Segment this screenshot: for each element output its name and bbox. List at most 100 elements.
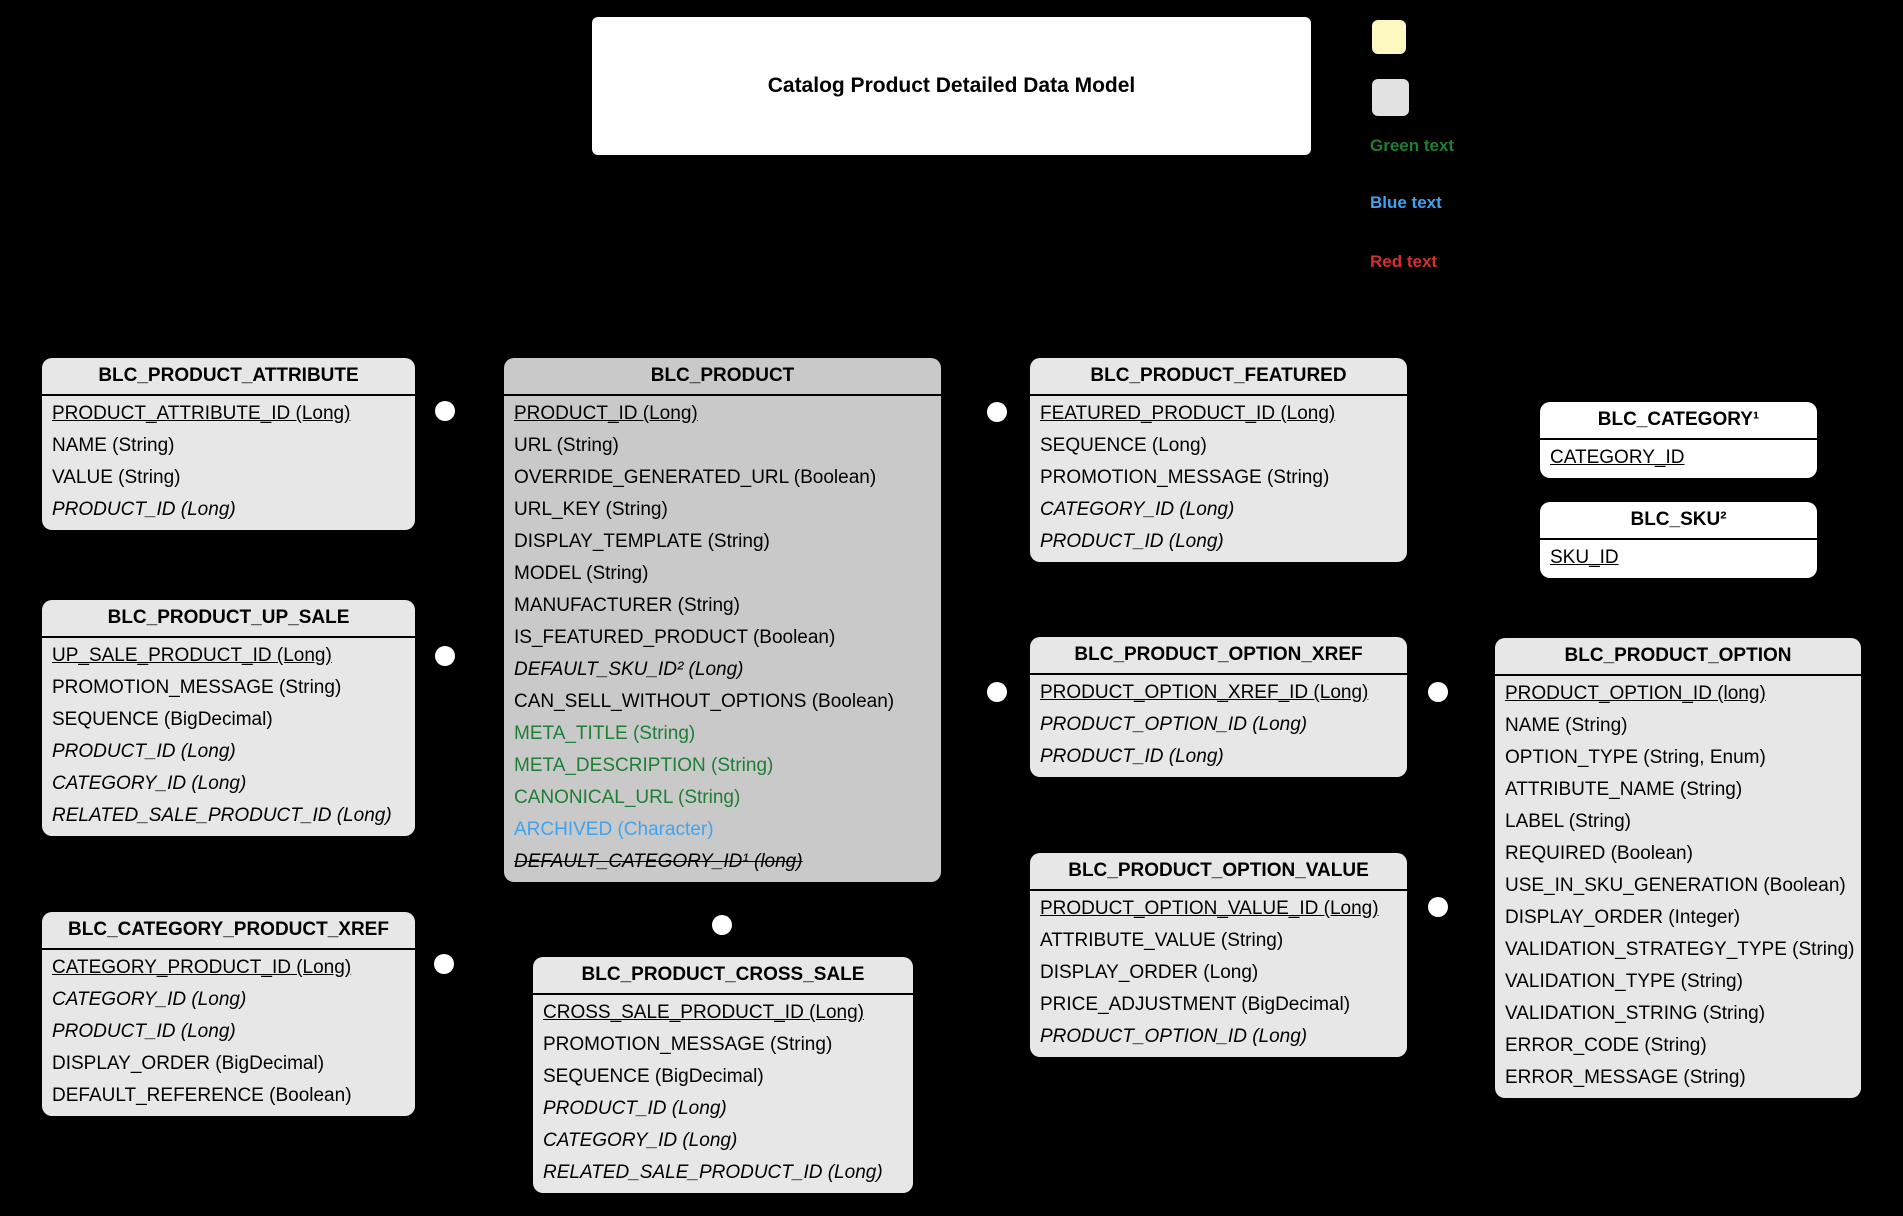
field-row: PRODUCT_ID (Long) xyxy=(52,741,236,762)
field-row: CATEGORY_ID (Long) xyxy=(52,773,247,794)
entity-title-blc-product-option-xref: BLC_PRODUCT_OPTION_XREF xyxy=(1030,637,1407,675)
field-row: CATEGORY_ID (Long) xyxy=(1040,499,1235,520)
entity-fields-blc-product: PRODUCT_ID (Long)URL (String)OVERRIDE_GE… xyxy=(504,396,941,882)
field-row: CATEGORY_ID xyxy=(1550,447,1685,468)
diagram-title-box: Catalog Product Detailed Data Model xyxy=(592,17,1311,155)
connector-dot xyxy=(987,402,1007,422)
field-row: PRODUCT_OPTION_ID (long) xyxy=(1505,683,1766,704)
field-row: SEQUENCE (BigDecimal) xyxy=(52,709,273,730)
entity-fields-blc-product-up-sale: UP_SALE_PRODUCT_ID (Long) PROMOTION_MESSA… xyxy=(42,638,415,836)
field-row: RELATED_SALE_PRODUCT_ID (Long) xyxy=(52,805,392,826)
field-row: CROSS_SALE_PRODUCT_ID (Long) xyxy=(543,1002,864,1023)
field-row: SKU_ID xyxy=(1550,547,1619,568)
field-row: DEFAULT_REFERENCE (Boolean) xyxy=(52,1085,352,1106)
entity-title-blc-product: BLC_PRODUCT xyxy=(504,358,941,396)
field-row: URL_KEY (String) xyxy=(514,499,668,520)
blue-text-label: Blue text xyxy=(1370,193,1442,212)
connector-dot xyxy=(712,915,732,935)
entity-fields-blc-sku: SKU_ID xyxy=(1540,540,1817,578)
connector-dot xyxy=(434,954,454,974)
field-row: NAME (String) xyxy=(52,435,175,456)
entity-title-blc-category-product-xref: BLC_CATEGORY_PRODUCT_XREF xyxy=(42,912,415,950)
field-row: MANUFACTURER (String) xyxy=(514,595,740,616)
connector-dot xyxy=(435,401,455,421)
field-row: URL (String) xyxy=(514,435,619,456)
field-row: VALIDATION_STRING (String) xyxy=(1505,1003,1766,1024)
field-row: ATTRIBUTE_VALUE (String) xyxy=(1040,930,1284,951)
field-row: PRICE_ADJUSTMENT (BigDecimal) xyxy=(1040,994,1351,1015)
field-row: VALIDATION_STRATEGY_TYPE (String) xyxy=(1505,939,1855,960)
field-row: CATEGORY_PRODUCT_ID (Long) xyxy=(52,957,352,978)
field-row: ARCHIVED (Character) xyxy=(514,819,714,840)
field-row: SEQUENCE (Long) xyxy=(1040,435,1207,456)
entity-title-blc-sku: BLC_SKU² xyxy=(1540,502,1817,540)
legend-gray-swatch xyxy=(1372,79,1409,116)
field-row: CATEGORY_ID (Long) xyxy=(52,989,247,1010)
field-row: DISPLAY_ORDER (Long) xyxy=(1040,962,1259,983)
connector-dot xyxy=(987,682,1007,702)
field-row: DEFAULT_SKU_ID² (Long) xyxy=(514,659,744,680)
entity-fields-blc-product-attribute: PRODUCT_ATTRIBUTE_ID (Long)NAME (String)… xyxy=(42,396,415,530)
field-row: SEQUENCE (BigDecimal) xyxy=(543,1066,764,1087)
entity-fields-blc-product-featured: FEATURED_PRODUCT_ID (Long) SEQUENCE (Long… xyxy=(1030,396,1407,562)
entity-title-blc-category: BLC_CATEGORY¹ xyxy=(1540,402,1817,440)
field-row: UP_SALE_PRODUCT_ID (Long) xyxy=(52,645,332,666)
field-row: PRODUCT_ID (Long) xyxy=(543,1098,727,1119)
field-row: CAN_SELL_WITHOUT_OPTIONS (Boolean) xyxy=(514,691,895,712)
field-row: PROMOTION_MESSAGE (String) xyxy=(543,1034,833,1055)
connector-dot xyxy=(1428,897,1448,917)
entity-fields-blc-category-product-xref: CATEGORY_PRODUCT_ID (Long) CATEGORY_ID (L… xyxy=(42,950,415,1116)
entity-title-blc-product-up-sale: BLC_PRODUCT_UP_SALE xyxy=(42,600,415,638)
field-row: RELATED_SALE_PRODUCT_ID (Long) xyxy=(543,1162,883,1183)
entity-title-blc-product-featured: BLC_PRODUCT_FEATURED xyxy=(1030,358,1407,396)
field-row: PRODUCT_ID (Long) xyxy=(52,499,236,520)
diagram-title: Catalog Product Detailed Data Model xyxy=(767,74,1136,97)
field-row: OVERRIDE_GENERATED_URL (Boolean) xyxy=(514,467,877,488)
field-row: ERROR_MESSAGE (String) xyxy=(1505,1067,1746,1088)
field-row: PROMOTION_MESSAGE (String) xyxy=(52,677,342,698)
field-row: PRODUCT_OPTION_ID (Long) xyxy=(1040,1026,1308,1047)
field-row: REQUIRED (Boolean) xyxy=(1505,843,1693,864)
entity-title-blc-product-option: BLC_PRODUCT_OPTION xyxy=(1495,638,1861,676)
field-row: PRODUCT_ID (Long) xyxy=(1040,746,1224,767)
field-row: VALUE (String) xyxy=(52,467,181,488)
field-row: FEATURED_PRODUCT_ID (Long) xyxy=(1040,403,1336,424)
entity-title-blc-product-option-value: BLC_PRODUCT_OPTION_VALUE xyxy=(1030,853,1407,891)
entity-blc-product-option-xref[interactable]: BLC_PRODUCT_OPTION_XREF PRODUCT_OPTION_XR… xyxy=(1030,637,1407,777)
green-text-label: Green text xyxy=(1370,136,1455,155)
field-row: CANONICAL_URL (String) xyxy=(514,787,741,808)
field-row: PROMOTION_MESSAGE (String) xyxy=(1040,467,1330,488)
field-row: OPTION_TYPE (String, Enum) xyxy=(1505,747,1766,768)
entity-fields-blc-product-option: PRODUCT_OPTION_ID (long) NAME (String) OPT… xyxy=(1495,676,1861,1098)
entity-blc-sku[interactable]: BLC_SKU² SKU_ID xyxy=(1540,502,1817,578)
field-row: IS_FEATURED_PRODUCT (Boolean) xyxy=(514,627,836,648)
field-row: USE_IN_SKU_GENERATION (Boolean) xyxy=(1505,875,1846,896)
field-row: PRODUCT_ID (Long) xyxy=(1040,531,1224,552)
entity-fields-blc-product-cross-sale: CROSS_SALE_PRODUCT_ID (Long) PROMOTION_ME… xyxy=(533,995,913,1193)
entity-fields-blc-category: CATEGORY_ID xyxy=(1540,440,1817,478)
field-row: DEFAULT_CATEGORY_ID¹ (long) xyxy=(514,851,803,872)
field-row: NAME (String) xyxy=(1505,715,1628,736)
entity-blc-category[interactable]: BLC_CATEGORY¹ CATEGORY_ID xyxy=(1540,402,1817,478)
field-row: PRODUCT_OPTION_XREF_ID (Long) xyxy=(1040,682,1369,703)
entity-title-blc-product-cross-sale: BLC_PRODUCT_CROSS_SALE xyxy=(533,957,913,995)
red-text-label: Red text xyxy=(1370,252,1438,271)
field-row: LABEL (String) xyxy=(1505,811,1632,832)
field-row: ATTRIBUTE_NAME (String) xyxy=(1505,779,1743,800)
field-row: META_DESCRIPTION (String) xyxy=(514,755,774,776)
field-row: CATEGORY_ID (Long) xyxy=(543,1130,738,1151)
entity-blc-product-option-value[interactable]: BLC_PRODUCT_OPTION_VALUE PRODUCT_OPTION_V… xyxy=(1030,853,1407,1057)
field-row: PRODUCT_OPTION_VALUE_ID (Long) xyxy=(1040,898,1379,919)
field-row: DISPLAY_TEMPLATE (String) xyxy=(514,531,770,552)
entity-title-blc-product-attribute: BLC_PRODUCT_ATTRIBUTE xyxy=(42,358,415,396)
field-row: PRODUCT_OPTION_ID (Long) xyxy=(1040,714,1308,735)
field-row: VALIDATION_TYPE (String) xyxy=(1505,971,1743,992)
